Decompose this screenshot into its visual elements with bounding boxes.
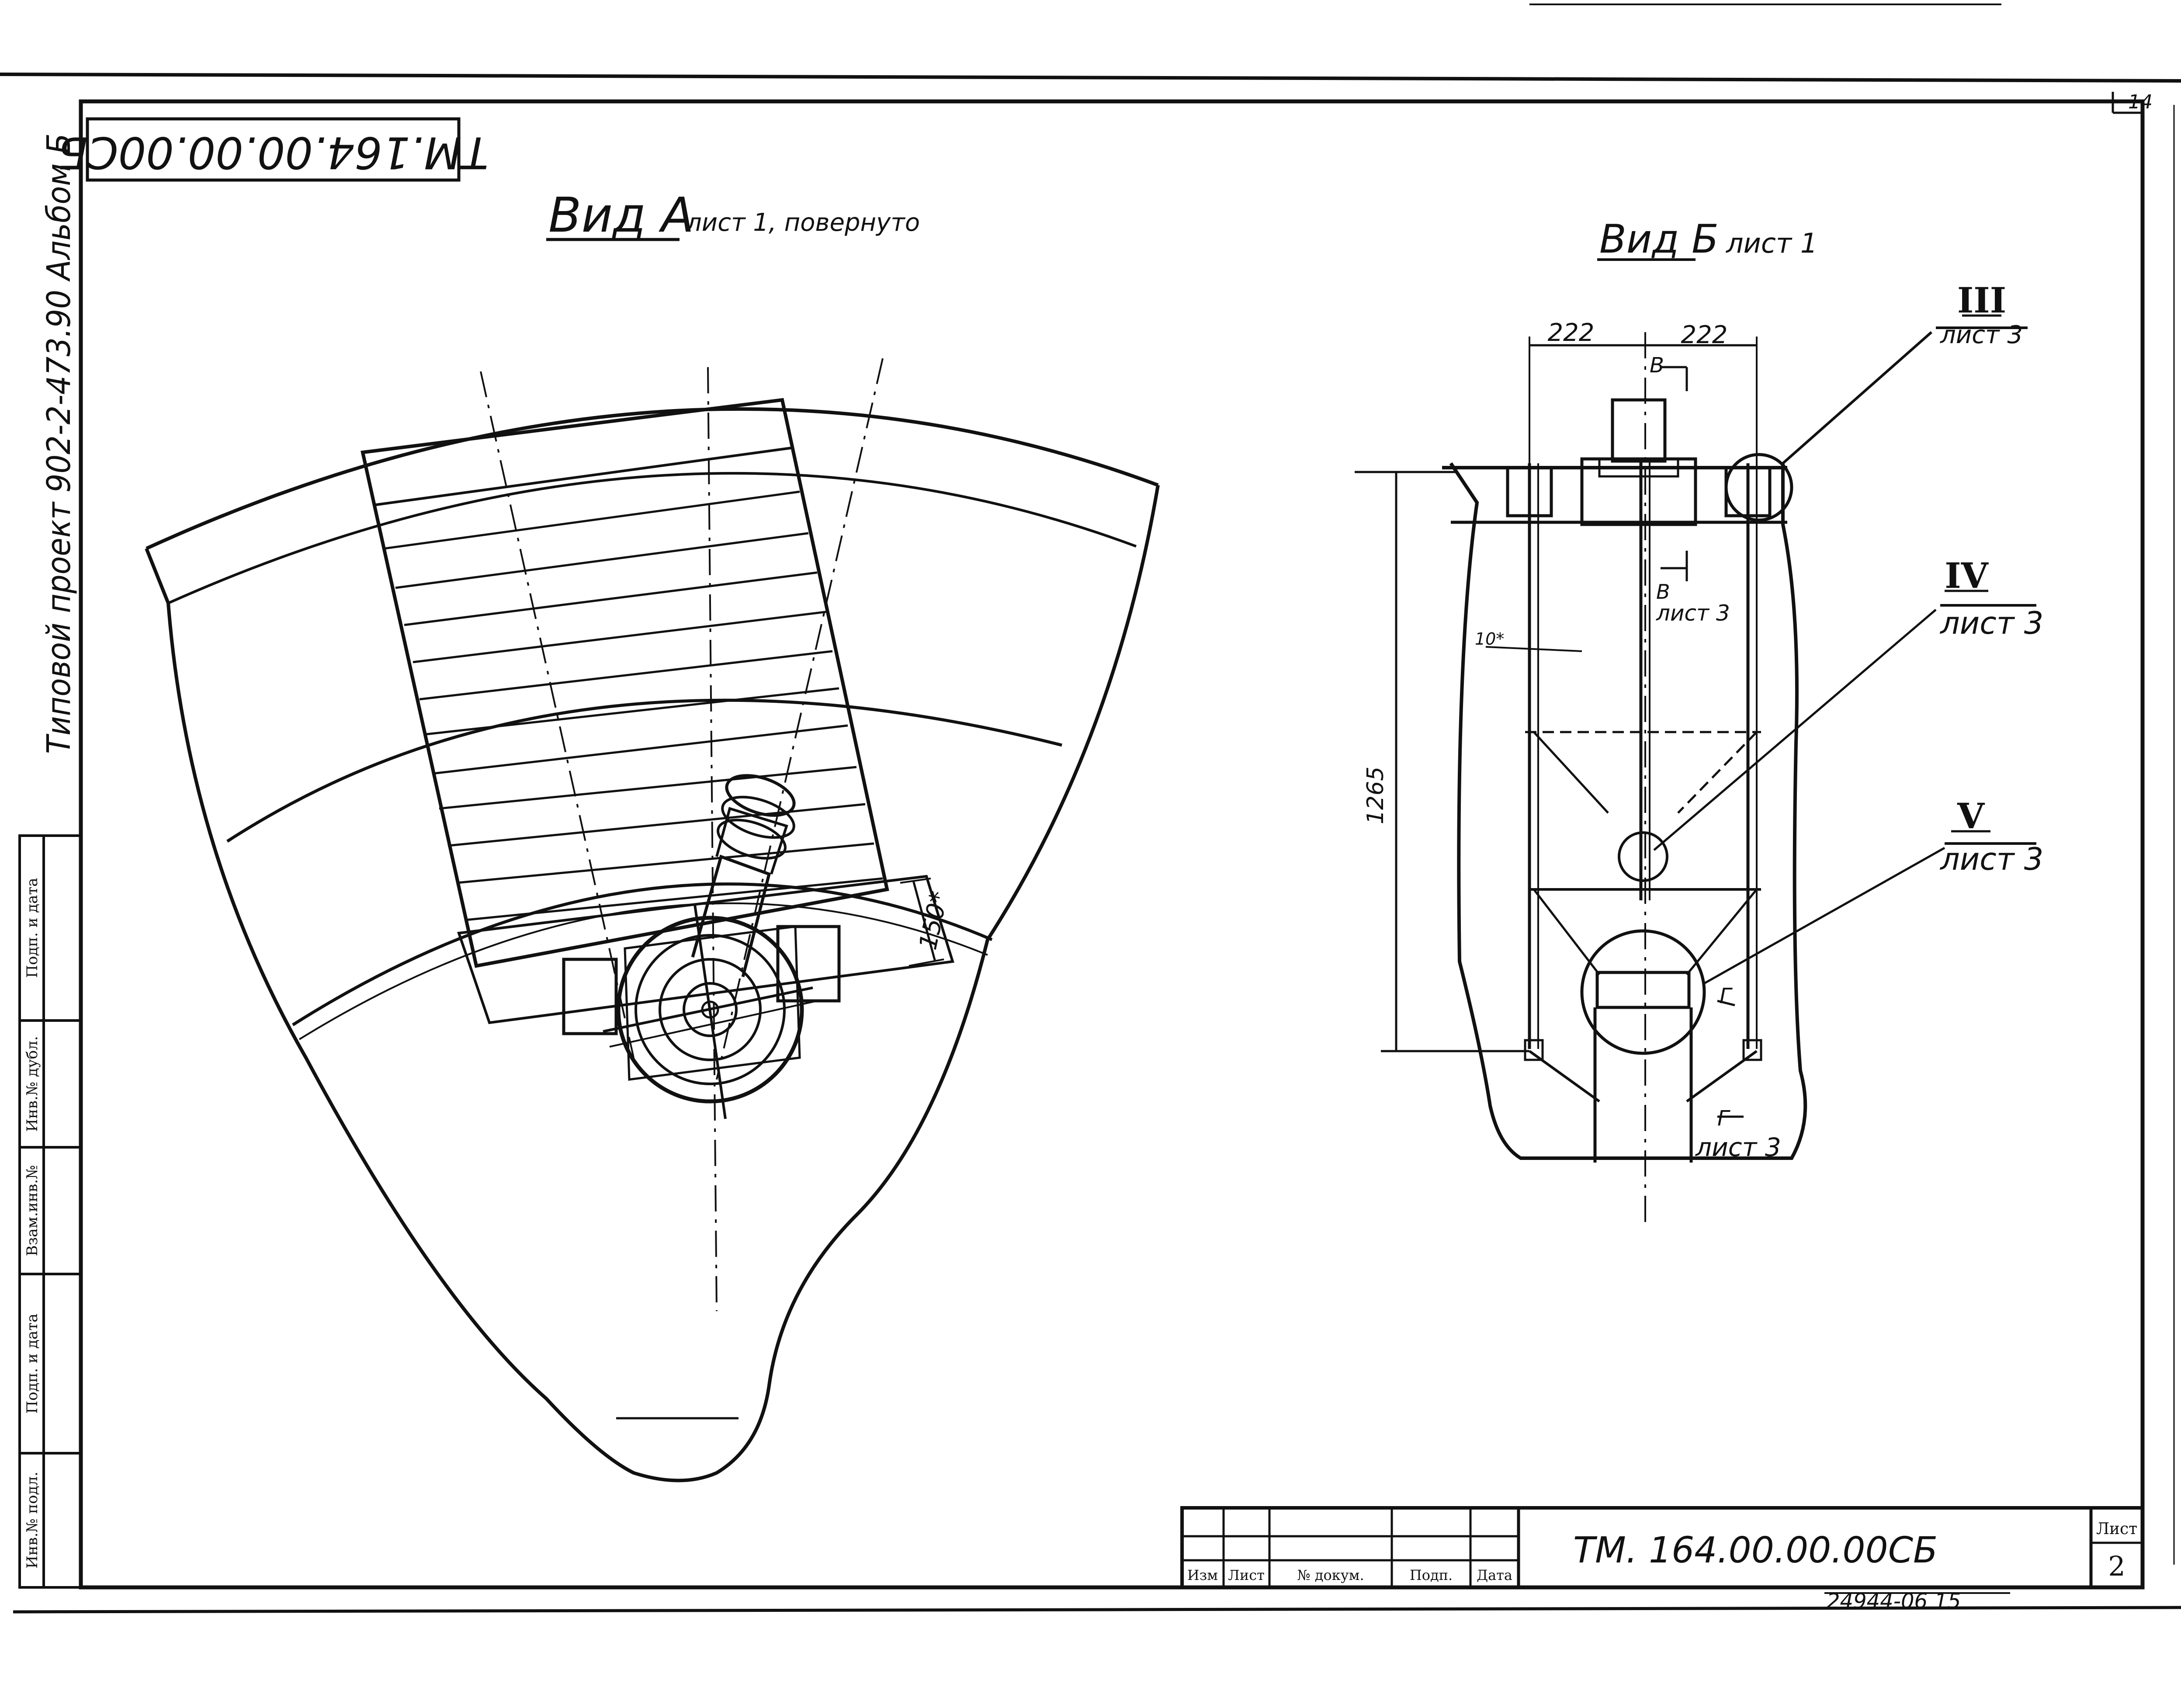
view-b-cut-g: Г	[1720, 984, 1733, 1008]
view-b-dim-222-right: 222	[1681, 321, 1728, 349]
view-b-drawing	[1355, 326, 2036, 1224]
view-a-title: Вид А лист 1, повернуто	[546, 187, 920, 243]
corner-sheet-number: 14	[2128, 91, 2153, 113]
view-b-dim-10: 10*	[1475, 629, 1504, 649]
title-block	[1180, 1506, 2144, 1589]
side-stamp	[18, 834, 82, 1589]
side-stamp-inv-dubl: Инв.№ дубл.	[24, 1036, 41, 1132]
callout-iv-sheet: лист 3	[1939, 605, 2043, 641]
callout-iv-roman: IV	[1945, 555, 1989, 596]
sheet-frame	[0, 3, 2181, 1614]
title-block-header-list: Лист	[1228, 1567, 1265, 1583]
callout-iii-sheet: лист 3	[1940, 321, 2023, 349]
view-b-cut-b-bottom: В	[1656, 580, 1670, 604]
callout-v-roman: V	[1957, 795, 1985, 837]
side-stamp-vzam: Взам.инв.№	[24, 1165, 41, 1257]
side-stamp-labels: Инв.№ подл. Подп. и дата Взам.инв.№ Инв.…	[24, 878, 41, 1568]
callout-iii: III лист 3	[1940, 280, 2023, 349]
title-block-sheet-value: 2	[2108, 1550, 2125, 1582]
view-b-cut-b-sheet: лист 3	[1656, 601, 1730, 626]
callout-v: V лист 3	[1939, 795, 2043, 877]
view-a-title-text: Вид А	[548, 187, 694, 243]
side-stamp-podp-2: Подп. и дата	[24, 878, 41, 978]
view-a-note: лист 1, повернуто	[686, 208, 920, 237]
title-block-sheet-label: Лист	[2096, 1520, 2137, 1538]
view-b-title: Вид Б лист 1	[1597, 216, 1817, 262]
title-block-header-izm: Изм	[1187, 1567, 1218, 1583]
title-block-header-date: Дата	[1477, 1567, 1512, 1583]
title-block-header-sign: Подп.	[1410, 1567, 1453, 1583]
view-b-cut-g-sheet: лист 3	[1695, 1132, 1781, 1162]
title-block-header-doc: № докум.	[1297, 1567, 1364, 1583]
callout-v-sheet: лист 3	[1939, 841, 2043, 877]
side-stamp-podp-1: Подп. и дата	[24, 1313, 41, 1413]
view-b-cut-g-label: Г	[1717, 1106, 1730, 1131]
project-vertical-caption: Типовой проект 902-2-473.90 Альбом Б	[40, 133, 78, 754]
callout-iii-roman: III	[1957, 280, 2006, 321]
view-b-note: лист 1	[1726, 227, 1817, 259]
rotated-code-stamp: ТМ.164.00.00.00СБ	[58, 117, 489, 182]
view-a-drawing	[145, 358, 1160, 1482]
view-b-dim-222-left: 222	[1548, 319, 1595, 347]
view-b-cut-b-top: В	[1650, 353, 1664, 378]
title-block-designation: ТМ. 164.00.00.00СБ	[1573, 1530, 1938, 1571]
rotated-code-text: ТМ.164.00.00.00СБ	[58, 127, 489, 178]
callout-iv: IV лист 3	[1939, 555, 2043, 641]
side-stamp-inv-podl: Инв.№ подл.	[24, 1472, 41, 1569]
view-b-dim-1265: 1265	[1363, 767, 1389, 824]
view-b-title-text: Вид Б	[1599, 216, 1719, 262]
